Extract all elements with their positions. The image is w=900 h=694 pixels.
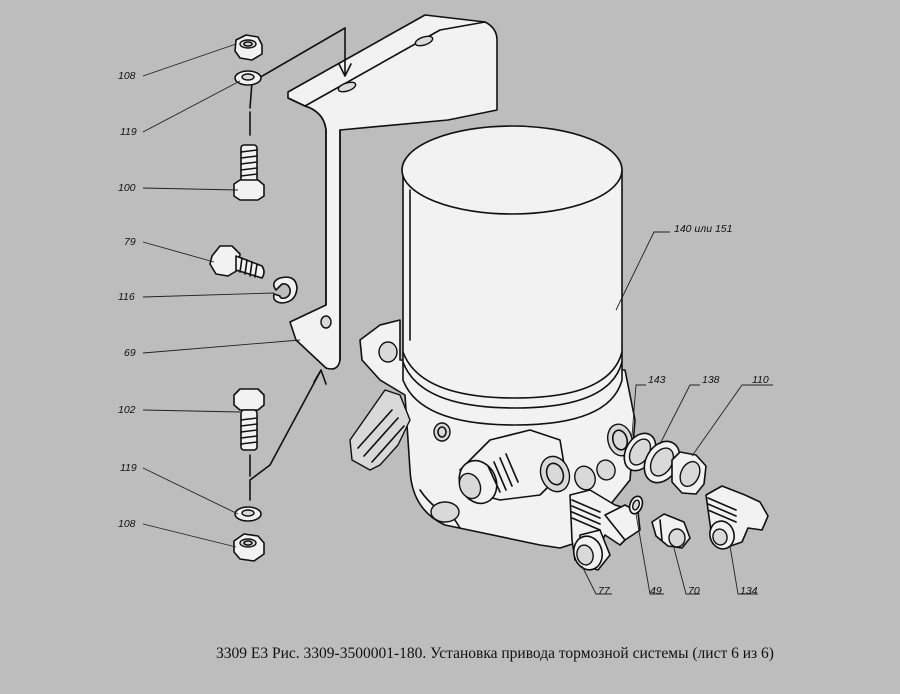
label-69: 69 — [124, 347, 136, 359]
washer-119-top — [234, 70, 262, 86]
arrow-bottom-head — [313, 369, 327, 385]
washer-119-bottom — [234, 506, 262, 522]
ring-49 — [628, 495, 644, 515]
label-116: 116 — [118, 291, 135, 303]
leader-lines — [142, 43, 773, 595]
bracket-69 — [287, 14, 498, 370]
label-134: 134 — [740, 585, 758, 597]
label-49: 49 — [650, 585, 662, 597]
label-100: 100 — [118, 182, 136, 194]
plug-70 — [651, 513, 691, 549]
arrow-top-head — [338, 63, 352, 77]
elbow-fitting-134 — [705, 485, 769, 550]
elbow-fitting-77 — [569, 489, 641, 571]
nut-110 — [671, 451, 707, 495]
label-140-or-151: 140 или 151 — [674, 223, 732, 235]
label-108-top: 108 — [118, 70, 136, 82]
part-labels: 108 119 100 79 116 69 102 119 108 140 ил… — [118, 70, 769, 597]
filter-cartridge-140 — [401, 125, 623, 426]
figure-caption: 3309 Е3 Рис. 3309-3500001-180. Установка… — [216, 645, 774, 662]
nut-108-top — [234, 34, 263, 61]
label-119-top: 119 — [120, 126, 137, 138]
label-143: 143 — [648, 374, 666, 386]
bolt-79 — [209, 245, 265, 279]
lock-washer-116 — [272, 276, 298, 304]
label-102: 102 — [118, 404, 136, 416]
label-108-bottom: 108 — [118, 518, 136, 530]
bolt-102 — [233, 388, 265, 451]
label-79: 79 — [124, 236, 136, 248]
arrow-bottom — [249, 371, 321, 501]
label-138: 138 — [702, 374, 720, 386]
front-fitting — [458, 423, 634, 505]
label-119-bottom: 119 — [120, 462, 137, 474]
bolt-100 — [233, 144, 265, 201]
label-77: 77 — [598, 585, 611, 597]
label-110: 110 — [752, 374, 769, 386]
label-70: 70 — [688, 585, 700, 597]
nut-108-bottom — [233, 533, 265, 562]
washer-138 — [643, 440, 681, 484]
